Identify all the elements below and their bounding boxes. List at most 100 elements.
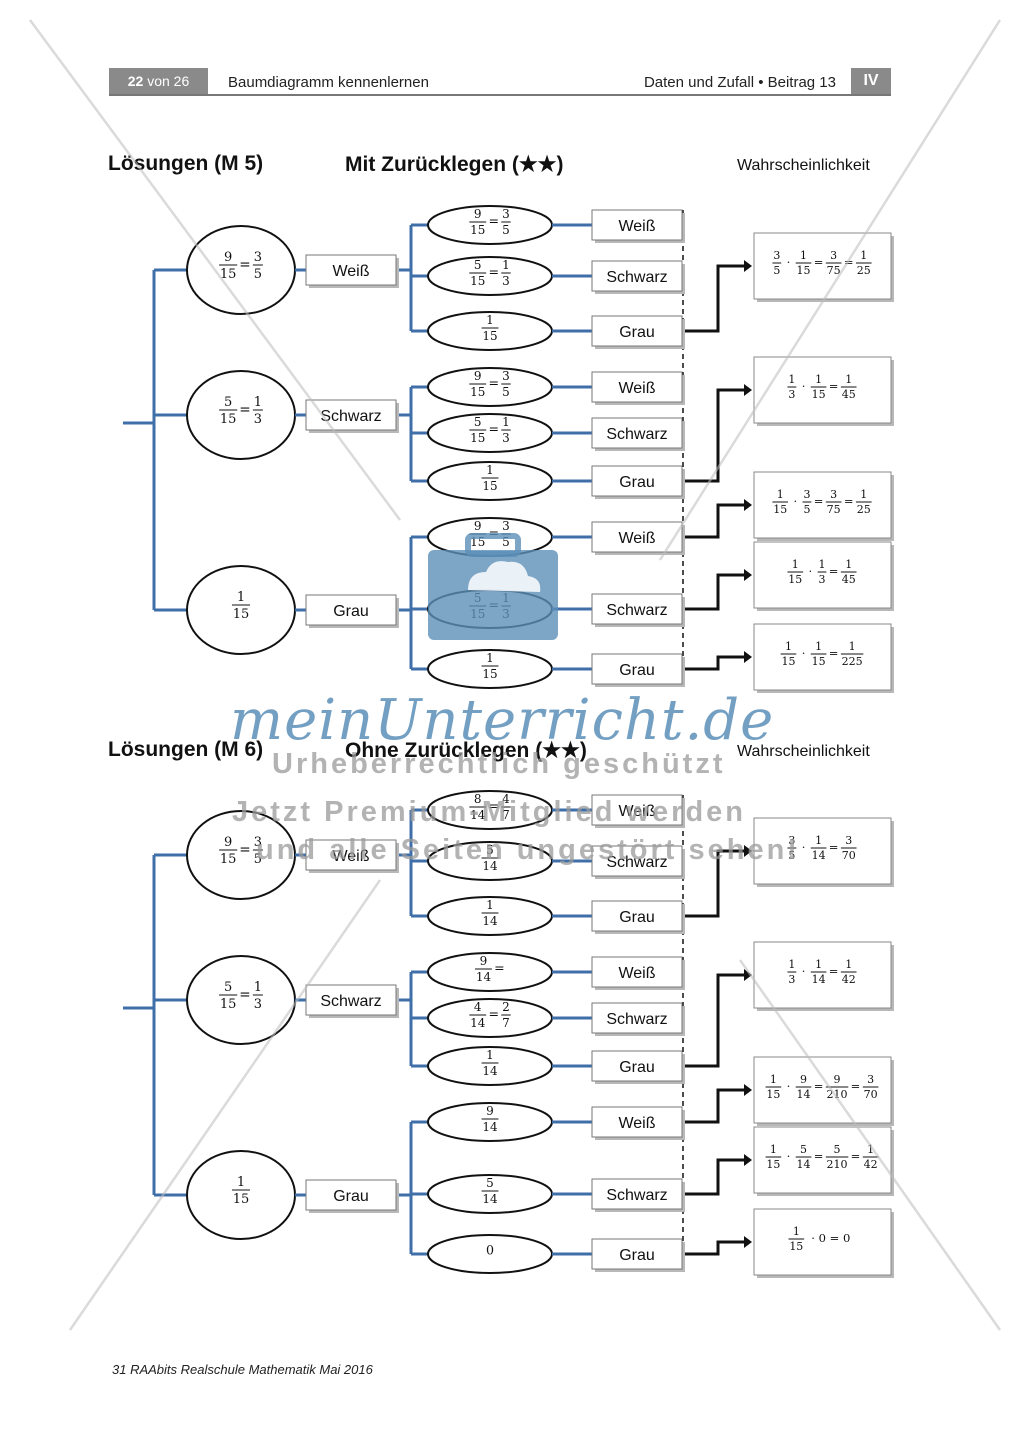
- fraction-numerator: 3: [773, 249, 780, 262]
- fraction-numerator: 5: [224, 395, 232, 410]
- fraction-numerator: 5: [474, 258, 482, 272]
- operator: =: [239, 402, 250, 418]
- operator: =: [814, 255, 824, 269]
- operator: =: [488, 376, 499, 391]
- operator: ·: [802, 379, 806, 393]
- fraction-numerator: 1: [815, 373, 822, 386]
- operator: ·: [802, 840, 806, 854]
- operator: =: [814, 494, 824, 508]
- fraction-numerator: 5: [486, 1176, 494, 1190]
- fraction-numerator: 9: [480, 954, 488, 968]
- level2-outcome-box-label: Grau: [619, 474, 655, 491]
- fraction-numerator: 5: [224, 980, 232, 995]
- level2-probability: 914=: [475, 954, 505, 984]
- fraction-numerator: 3: [830, 249, 837, 262]
- section-2-heading: Lösungen (M 6): [108, 738, 264, 761]
- fraction-denominator: 210: [827, 1158, 848, 1171]
- fraction-numerator: 3: [803, 488, 810, 501]
- fraction-denominator: 15: [233, 607, 250, 622]
- fraction-denominator: 15: [470, 223, 485, 237]
- fraction-denominator: 5: [254, 852, 262, 867]
- fraction-numerator: 1: [237, 590, 245, 605]
- fraction-denominator: 75: [827, 503, 841, 516]
- fraction-numerator: 1: [770, 1143, 777, 1156]
- fraction-denominator: 5: [788, 849, 795, 862]
- fraction-denominator: 15: [470, 431, 485, 445]
- fraction-numerator: 3: [502, 369, 510, 383]
- operator: ·: [787, 1149, 791, 1163]
- level2-outcome-box: [591, 1178, 683, 1210]
- operator: ·: [809, 564, 813, 578]
- operator: ·: [802, 646, 806, 660]
- fraction-denominator: 3: [254, 997, 262, 1012]
- fraction-numerator: 1: [502, 415, 510, 429]
- level1-outcome-box-label: Weiß: [332, 848, 369, 865]
- level2-outcome-box-label: Grau: [619, 909, 655, 926]
- level1-outcome-box-label: Grau: [333, 1188, 369, 1205]
- fraction-denominator: 3: [788, 388, 795, 401]
- fraction-numerator: 5: [474, 591, 482, 605]
- operator: =: [814, 1079, 824, 1093]
- level2-probability: 115: [481, 463, 499, 493]
- fraction-denominator: 14: [470, 1016, 486, 1030]
- fraction-numerator: 9: [224, 250, 232, 265]
- arrow-head-icon: [744, 569, 752, 581]
- fraction-numerator: 5: [486, 843, 494, 857]
- fraction-denominator: 75: [827, 264, 841, 277]
- level2-outcome-box-label: Schwarz: [606, 269, 667, 286]
- fraction-numerator: 9: [474, 369, 482, 383]
- operator: · 0 = 0: [811, 1231, 850, 1245]
- result-arrow: [683, 264, 744, 333]
- level2-probability: 915=35: [469, 207, 511, 237]
- fraction-numerator: 1: [815, 958, 822, 971]
- fraction-denominator: 5: [502, 385, 510, 399]
- level2-outcome-box: [591, 1002, 683, 1034]
- operator: =: [488, 422, 499, 437]
- arrow-head-icon: [744, 499, 752, 511]
- fraction-numerator: 3: [845, 834, 852, 847]
- fraction-denominator: 15: [220, 997, 237, 1012]
- level1-outcome-box-label: Schwarz: [320, 408, 381, 425]
- fraction-denominator: 14: [482, 859, 498, 873]
- fraction-numerator: 3: [502, 207, 510, 221]
- fraction-denominator: 15: [220, 852, 237, 867]
- level1-probability: 115: [231, 590, 251, 622]
- level2-outcome-box-label: Schwarz: [606, 1011, 667, 1028]
- fraction-denominator: 14: [482, 1120, 498, 1134]
- arrow-head-icon: [744, 384, 752, 396]
- fraction-numerator: 1: [860, 249, 867, 262]
- result-arrow: [683, 1088, 744, 1124]
- fraction-numerator: 9: [474, 519, 482, 533]
- watermark-line-3: und alle Seiten ungestört sehen!: [256, 834, 800, 866]
- fraction-denominator: 5: [773, 264, 780, 277]
- level2-outcome-box-label: Schwarz: [606, 426, 667, 443]
- fraction-numerator: 9: [800, 1073, 807, 1086]
- level2-probability: 514: [481, 843, 499, 873]
- level2-outcome-box: [591, 593, 683, 625]
- level1-probability: 915=35: [219, 835, 263, 867]
- fraction-denominator: 3: [502, 431, 510, 445]
- operator: =: [239, 842, 250, 858]
- section-2-probability-label: Wahrscheinlichkeit: [737, 743, 870, 760]
- fraction-numerator: 1: [486, 898, 494, 912]
- fraction-denominator: 15: [470, 274, 485, 288]
- level2-outcome-box-label: Weiß: [618, 530, 655, 547]
- fraction-numerator: 3: [254, 250, 262, 265]
- operator: =: [844, 255, 854, 269]
- fraction-denominator: 42: [864, 1158, 878, 1171]
- fraction-denominator: 3: [502, 607, 510, 621]
- fraction-numerator: 1: [486, 313, 494, 327]
- operator: =: [488, 214, 499, 229]
- level2-outcome-box: [591, 900, 683, 932]
- result-arrow: [683, 655, 744, 671]
- fraction-denominator: 14: [482, 1064, 498, 1078]
- fraction-denominator: 3: [502, 274, 510, 288]
- fraction-denominator: 15: [812, 388, 826, 401]
- level2-outcome-box-label: Grau: [619, 1247, 655, 1264]
- level2-outcome-box: [591, 794, 683, 826]
- fraction-numerator: 1: [502, 591, 510, 605]
- level2-outcome-box: [591, 1106, 683, 1138]
- fraction-denominator: 42: [842, 973, 856, 986]
- fraction-denominator: 14: [476, 970, 492, 984]
